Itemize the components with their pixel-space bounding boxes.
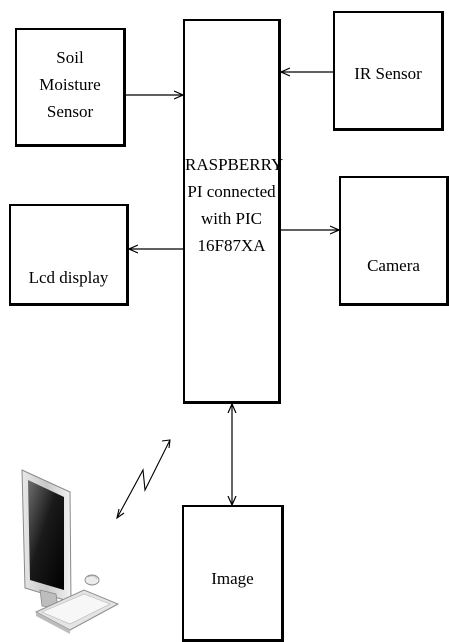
image-label: Image [211,569,254,588]
raspberry-pi-block: RASPBERRY PI connected with PIC 16F87XA [183,19,284,404]
camera-block: Camera [339,176,449,306]
image-block: Image [182,505,284,642]
camera-label: Camera [367,256,420,275]
soil-moisture-sensor-label: Soil Moisture Sensor [39,48,101,121]
desktop-computer-icon [21,469,120,634]
raspberry-pi-label: RASPBERRY PI connected with PIC 16F87XA [185,155,284,255]
ir-sensor-block: IR Sensor [333,11,444,131]
ir-sensor-label: IR Sensor [354,64,422,83]
lcd-display-label: Lcd display [28,268,109,287]
wireless-link-icon [116,439,171,520]
soil-moisture-sensor-block: Soil Moisture Sensor [15,28,126,147]
lcd-display-block: Lcd display [9,204,129,306]
